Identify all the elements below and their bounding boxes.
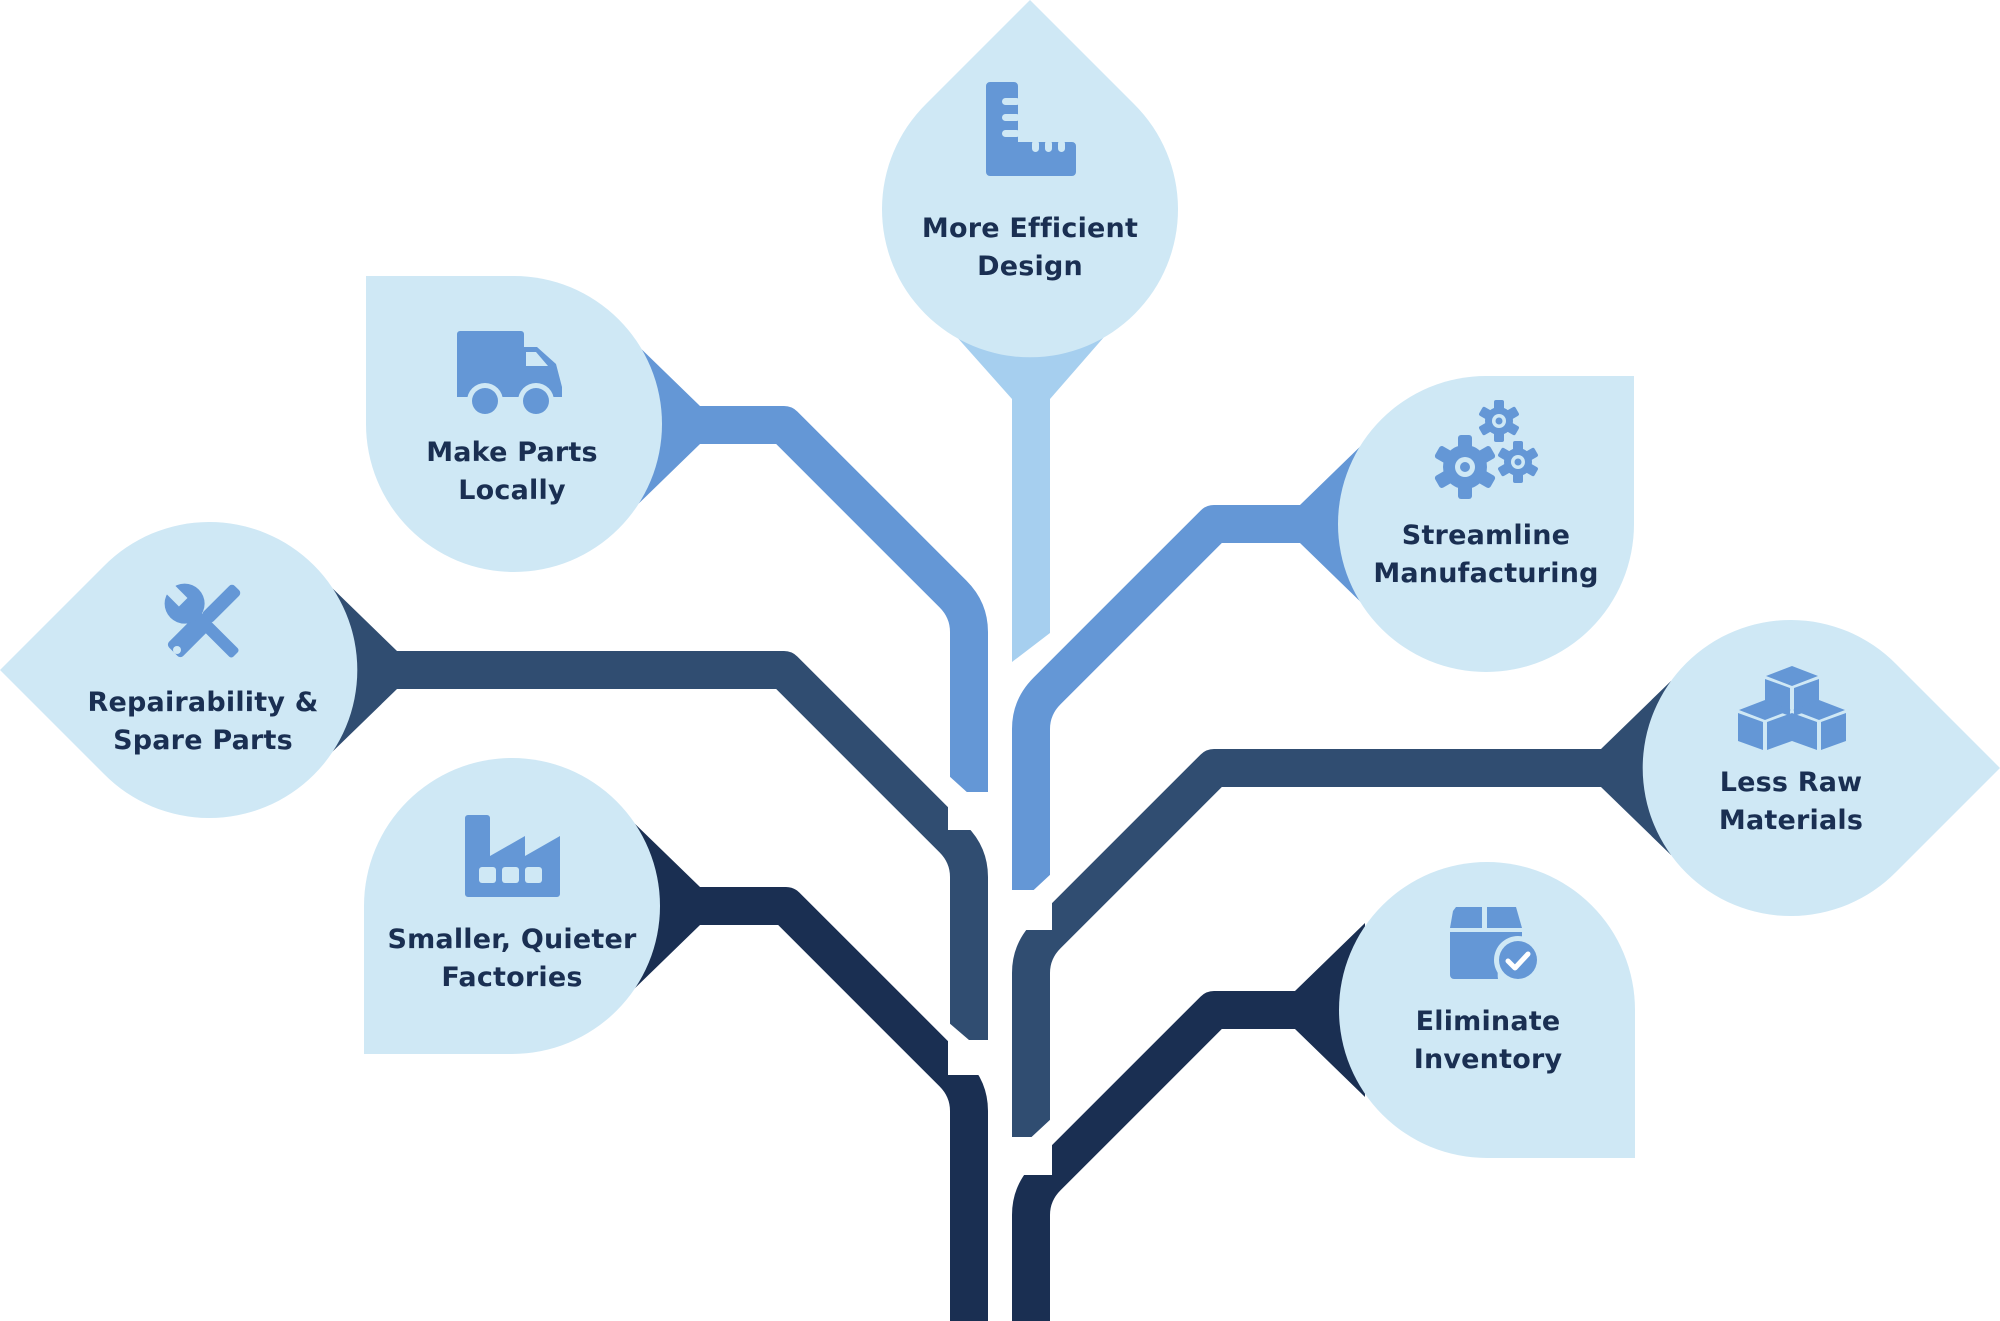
label-line: More Efficient bbox=[921, 213, 1139, 244]
label-line: Less Raw bbox=[1719, 767, 1863, 798]
ruler-icon bbox=[986, 82, 1076, 176]
truck-icon bbox=[457, 331, 562, 419]
leaf-more-efficient-design bbox=[882, 0, 1178, 358]
leaves bbox=[0, 0, 2000, 1158]
label-line: Streamline bbox=[1401, 520, 1571, 551]
branch-less-raw-materials bbox=[1012, 749, 1700, 1137]
gears-icon bbox=[1434, 400, 1538, 499]
stem-more-efficient-design bbox=[1012, 398, 1050, 662]
factory-icon bbox=[465, 815, 560, 897]
leaf-repairability bbox=[0, 522, 358, 818]
label-line: Design bbox=[977, 251, 1083, 282]
label-line: Locally bbox=[458, 475, 566, 506]
label-make-parts-locally: Make Parts Locally bbox=[372, 434, 652, 510]
branch-streamline-manufacturing bbox=[1012, 505, 1360, 890]
box-check-icon bbox=[1450, 907, 1542, 984]
label-line: Make Parts bbox=[426, 437, 598, 468]
leaf-streamline-manufacturing bbox=[1338, 376, 1634, 672]
label-smaller-quieter-factories: Smaller, Quieter Factories bbox=[372, 921, 652, 997]
label-line: Manufacturing bbox=[1373, 558, 1599, 589]
branch-repairability bbox=[300, 651, 988, 1040]
label-streamline-manufacturing: Streamline Manufacturing bbox=[1346, 517, 1626, 593]
branch-eliminate-inventory bbox=[1012, 991, 1360, 1321]
leaf-smaller-factories bbox=[364, 758, 660, 1054]
leaf-eliminate-inventory bbox=[1339, 862, 1635, 1158]
leaf-make-parts-locally bbox=[366, 276, 662, 572]
label-line: Eliminate bbox=[1415, 1006, 1561, 1037]
branch-make-parts-locally bbox=[640, 406, 988, 792]
label-eliminate-inventory: Eliminate Inventory bbox=[1348, 1003, 1628, 1079]
label-repairability-spare-parts: Repairability & Spare Parts bbox=[63, 684, 343, 760]
tools-icon bbox=[163, 582, 241, 658]
cubes-icon bbox=[1738, 666, 1846, 750]
label-line: Repairability & bbox=[87, 687, 319, 718]
label-line: Spare Parts bbox=[113, 725, 293, 756]
leaf-less-raw-materials bbox=[1642, 619, 2000, 916]
label-less-raw-materials: Less Raw Materials bbox=[1651, 764, 1931, 840]
branch-smaller-factories bbox=[640, 887, 988, 1321]
label-line: Materials bbox=[1718, 805, 1864, 836]
label-line: Smaller, Quieter bbox=[387, 924, 637, 955]
label-line: Factories bbox=[441, 962, 583, 993]
label-more-efficient-design: More Efficient Design bbox=[890, 210, 1170, 286]
icons bbox=[163, 82, 1846, 984]
label-line: Inventory bbox=[1413, 1044, 1563, 1075]
branch-end-cuts bbox=[948, 775, 1052, 1175]
